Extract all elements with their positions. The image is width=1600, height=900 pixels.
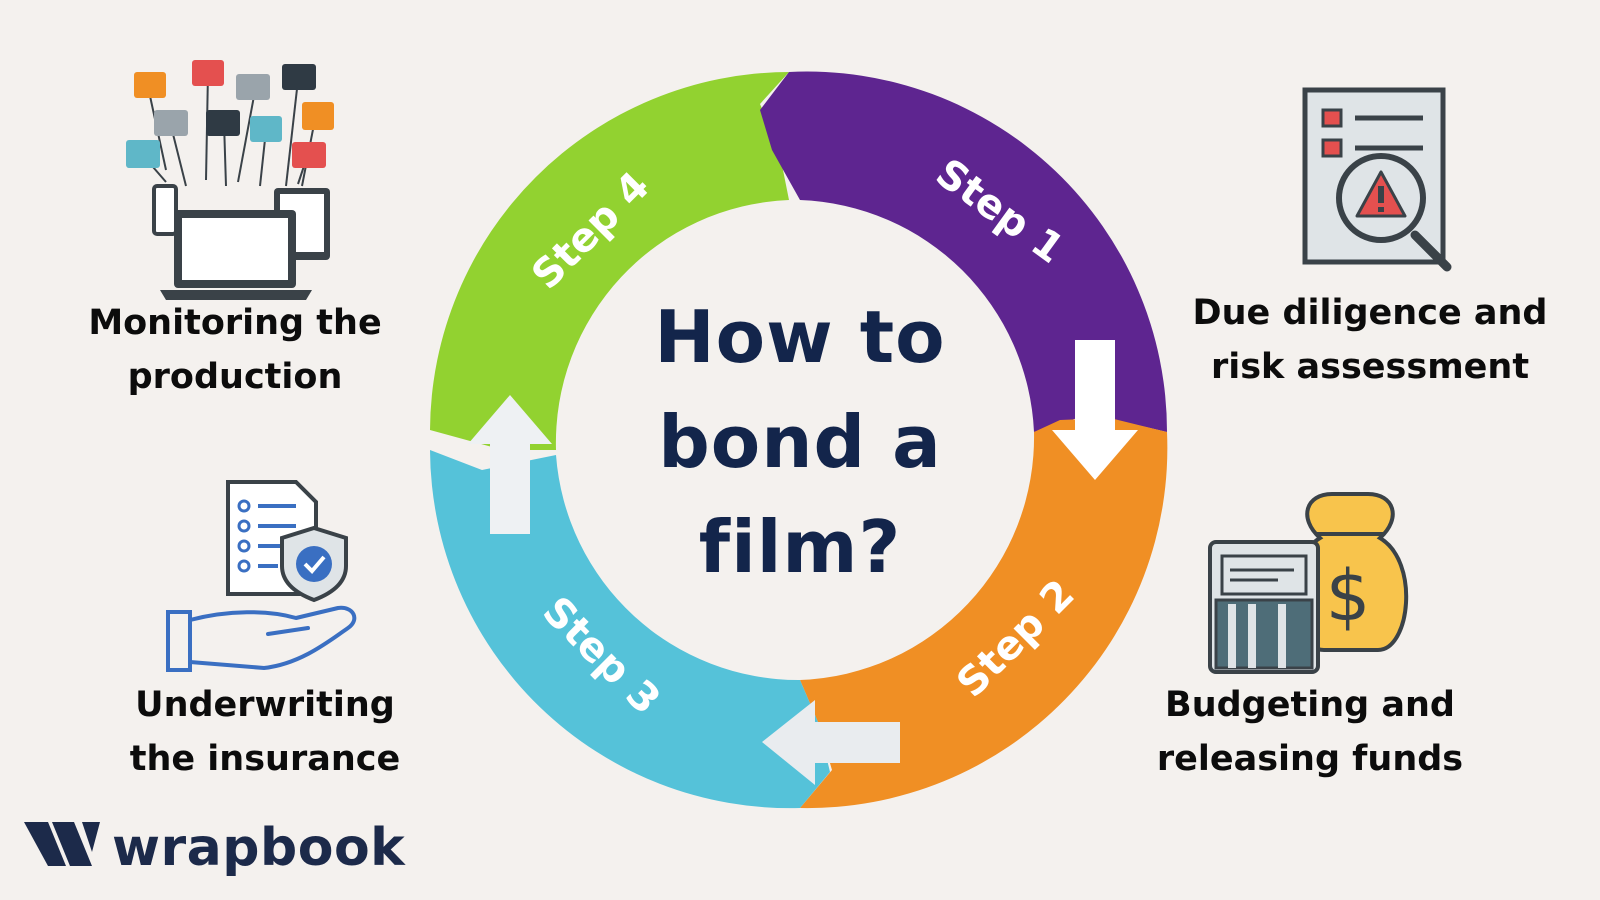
step-1-caption-line-2: risk assessment xyxy=(1210,347,1530,387)
title-line-3: film? xyxy=(698,505,902,589)
step-2-caption-line-2: releasing funds xyxy=(1156,739,1464,779)
cycle-ring xyxy=(430,71,1168,809)
step-4-caption-line-1: Monitoring the xyxy=(88,303,382,343)
arrow-left-icon xyxy=(762,700,900,785)
step-1-caption-line-1: Due diligence and xyxy=(1192,293,1548,333)
arrow-down-icon xyxy=(1052,340,1138,480)
insurance-hand-icon xyxy=(166,480,357,672)
step-3-segment xyxy=(430,450,830,809)
step-2-caption: Budgeting and releasing funds xyxy=(1120,678,1500,786)
devices-monitoring-icon xyxy=(126,60,334,300)
step-2-segment xyxy=(800,418,1168,809)
arrow-up-icon xyxy=(468,395,552,534)
step-2-caption-line-1: Budgeting and xyxy=(1165,685,1455,725)
money-bag-and-atm-icon: $ xyxy=(1208,492,1409,674)
risk-document-icon xyxy=(1302,87,1452,272)
step-3-caption: Underwriting the insurance xyxy=(100,678,430,786)
direction-arrows xyxy=(468,340,1138,785)
step-4-caption-line-2: production xyxy=(127,357,343,397)
title-line-1: How to xyxy=(654,295,946,379)
svg-text:$: $ xyxy=(1326,555,1371,637)
step-4-caption: Monitoring the production xyxy=(60,296,410,404)
step-3-caption-line-2: the insurance xyxy=(129,739,401,779)
step-1-caption: Due diligence and risk assessment xyxy=(1180,286,1560,394)
step-4-segment xyxy=(430,72,789,450)
step-1-segment xyxy=(760,71,1168,432)
diagram-title: How to bond a film? xyxy=(600,285,1000,600)
wrapbook-logo-icon xyxy=(24,822,100,866)
step-3-caption-line-1: Underwriting xyxy=(135,685,395,725)
title-line-2: bond a xyxy=(658,400,942,484)
brand-wordmark: wrapbook xyxy=(112,818,406,878)
